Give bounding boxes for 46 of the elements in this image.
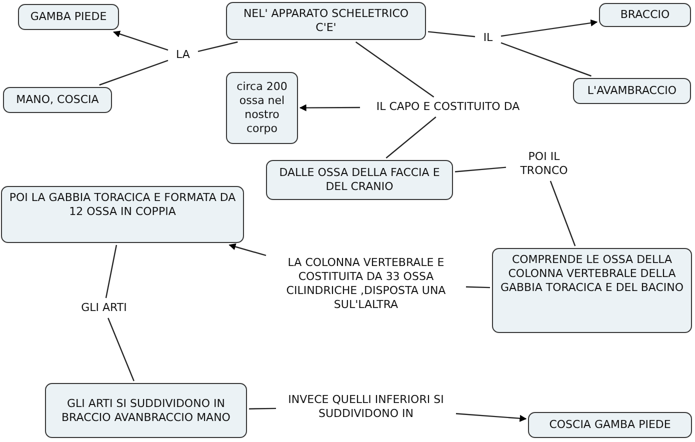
concept-text: MANO, COSCIA xyxy=(16,93,99,107)
concept-text: BRACCIO xyxy=(620,8,670,22)
connector-line xyxy=(386,116,436,158)
concept-text: POI LA GABBIA TORACICA E FORMATA DA 12 OSSA IN COPPIA xyxy=(8,191,237,219)
concept-box xyxy=(226,2,426,40)
concept-box xyxy=(226,72,298,144)
arrow xyxy=(456,413,527,422)
arrow xyxy=(113,30,168,51)
concept-text: circa 200 ossa nel nostro corpo xyxy=(236,80,288,136)
concept-box xyxy=(528,412,692,438)
connector-line xyxy=(550,180,576,246)
linking-phrase: POI IL TRONCO xyxy=(508,149,580,179)
concept-text: NEL' APPARATO SCHELETRICO C'E' xyxy=(242,7,410,35)
concept-box xyxy=(1,186,244,243)
linking-phrase: LA COLONNA VERTEBRALE E COSTITUITA DA 33 OSSA CILINDRICHE ,DISPOSTA UNA SUL'LALTRA xyxy=(268,255,464,313)
concept-text: DALLE OSSA DELLA FACCIA E DEL CRANIO xyxy=(278,166,441,194)
linking-phrase: IL xyxy=(477,30,499,46)
arrow xyxy=(299,104,360,112)
connector-line xyxy=(454,166,506,172)
concept-box xyxy=(45,383,247,438)
connector-line xyxy=(249,408,276,410)
linking-phrase: GLI ARTI xyxy=(72,300,136,316)
concept-box xyxy=(266,160,453,200)
concept-text: COMPRENDE LE OSSA DELLA COLONNA VERTEBRALE DELLA GABBIA TORACICA E DEL BACINO xyxy=(499,253,685,295)
connector-line xyxy=(99,60,168,86)
concept-box xyxy=(18,4,119,30)
connector-line xyxy=(428,31,476,38)
connector-line xyxy=(105,244,118,298)
concept-text: GLI ARTI SI SUDDIVIDONO IN BRACCIO AVANBRACCIO MANO xyxy=(60,396,232,424)
concept-text: GAMBA PIEDE xyxy=(30,10,107,24)
linking-phrase: IL CAPO E COSTITUITO DA xyxy=(362,99,534,115)
concept-text: L'AVAMBRACCIO xyxy=(587,84,677,98)
connector-line xyxy=(466,286,490,288)
connector-line xyxy=(355,42,434,98)
connector-line xyxy=(108,318,134,382)
arrow xyxy=(500,19,598,37)
concept-box xyxy=(573,78,691,104)
connector-line xyxy=(500,42,592,77)
linking-phrase: INVECE QUELLI INFERIORI SI SUDDIVIDONO IN xyxy=(278,392,454,422)
arrow xyxy=(228,243,266,256)
linking-phrase: LA xyxy=(170,47,196,63)
concept-box xyxy=(492,248,692,333)
concept-box xyxy=(3,87,112,113)
connector-line xyxy=(198,41,238,52)
concept-box xyxy=(599,3,691,27)
concept-text: COSCIA GAMBA PIEDE xyxy=(549,418,671,432)
